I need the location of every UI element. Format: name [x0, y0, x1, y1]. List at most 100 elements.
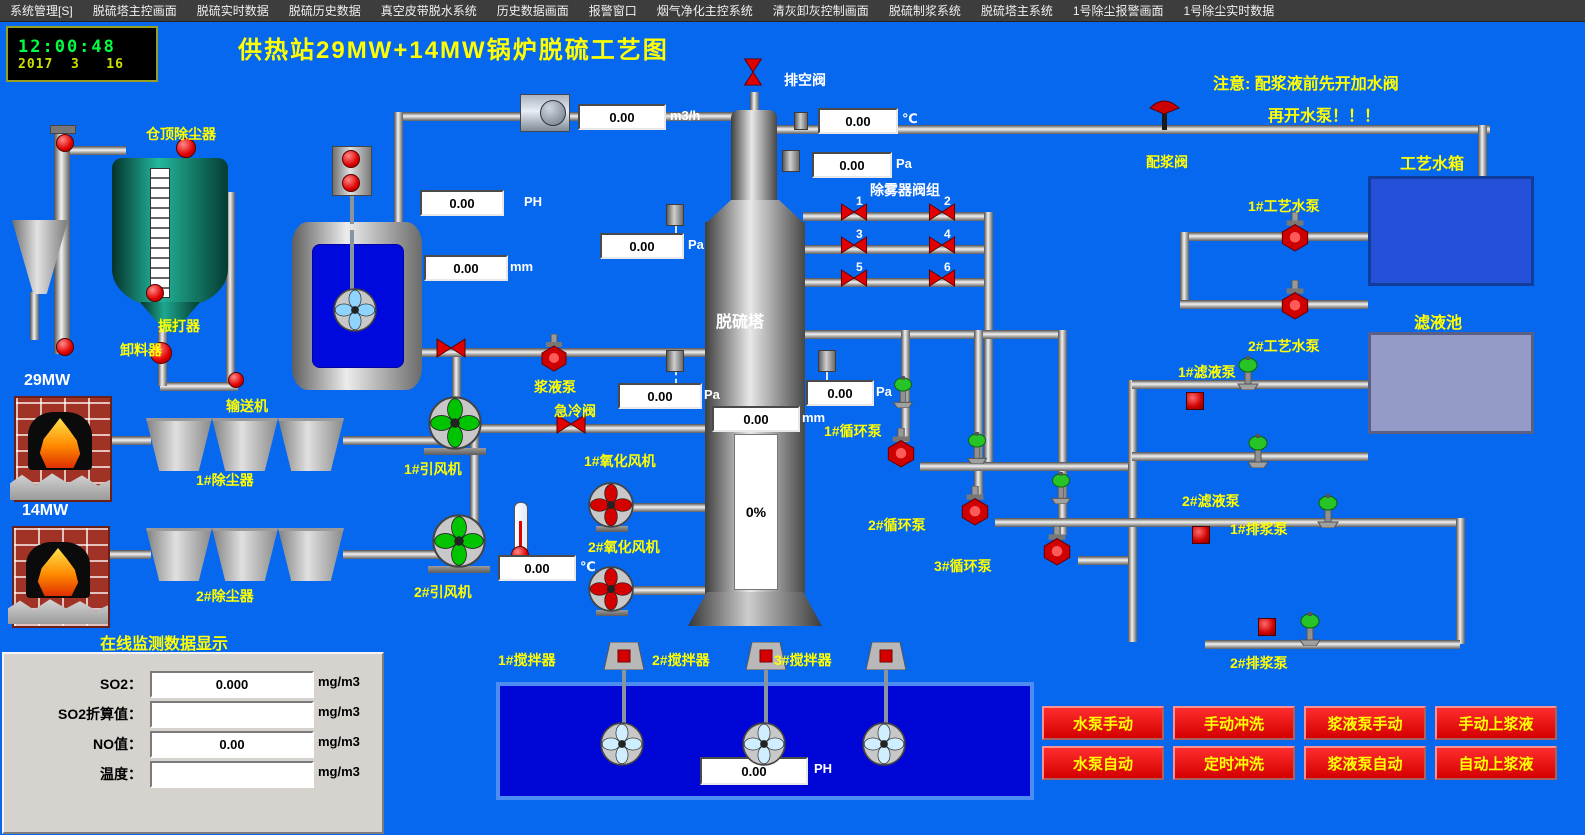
- pipe: [773, 125, 1490, 134]
- circulation-valve-2[interactable]: [964, 432, 990, 464]
- filtrate-pump-2-icon[interactable]: [1244, 434, 1272, 468]
- button-manual-flush[interactable]: 手动冲洗: [1173, 706, 1295, 740]
- display-mm-tank: 0.00: [424, 255, 508, 281]
- id-fan-1-icon[interactable]: [428, 396, 482, 450]
- pipe: [803, 330, 1065, 339]
- agitator-motor-1-icon[interactable]: [604, 642, 644, 670]
- clock: 12:00:48 2017 3 16: [6, 26, 158, 82]
- display-pa-low-left: 0.00: [618, 383, 702, 409]
- menu-item-slurry-prep[interactable]: 脱硫制浆系统: [888, 4, 961, 18]
- demister-number-2: 2: [944, 194, 951, 208]
- button-water-pump-manual[interactable]: 水泵手动: [1042, 706, 1164, 740]
- menu-item-alarm-window[interactable]: 报警窗口: [588, 4, 637, 18]
- demister-valve-5[interactable]: [840, 269, 868, 287]
- process-water-tank: [1368, 176, 1534, 286]
- circulation-pump-3-icon[interactable]: [1040, 526, 1074, 566]
- agitator-shaft: [622, 670, 626, 736]
- demister-valve-6[interactable]: [928, 269, 956, 287]
- pipe: [803, 212, 988, 221]
- slurry-pump-icon[interactable]: [538, 334, 570, 372]
- slurry-line-valve[interactable]: [436, 338, 466, 358]
- tower-percent: 0%: [745, 504, 767, 520]
- label-boiler-14mw: 14MW: [22, 502, 69, 519]
- notice-line-2: 再开水泵！！！: [1268, 108, 1381, 125]
- discharge-pump-2-icon[interactable]: [1296, 612, 1324, 646]
- agitator-shaft: [884, 670, 888, 736]
- pipe: [1180, 232, 1368, 241]
- process-water-pump-2-icon[interactable]: [1278, 280, 1312, 320]
- menu-item-system[interactable]: 系统管理[S]: [10, 4, 73, 18]
- fan-base: [424, 448, 486, 455]
- label-agitator-2: 2#搅拌器: [652, 652, 710, 668]
- button-timed-flush[interactable]: 定时冲洗: [1173, 746, 1295, 780]
- unit-pa-low-left: Pa: [704, 387, 720, 402]
- button-manual-feed-slurry[interactable]: 手动上浆液: [1435, 706, 1557, 740]
- pipe: [226, 192, 235, 388]
- agitator-motor-3-icon[interactable]: [866, 642, 906, 670]
- mixer-propeller-icon: [333, 288, 377, 332]
- dust-collector-1-cell: [278, 418, 344, 471]
- pipe: [160, 382, 238, 391]
- booster-pump[interactable]: [1192, 526, 1210, 544]
- menu-item-gas-purify[interactable]: 烟气净化主控系统: [656, 4, 753, 18]
- label-quench-valve: 急冷阀: [554, 403, 596, 419]
- button-auto-feed-slurry[interactable]: 自动上浆液: [1435, 746, 1557, 780]
- tower-level-panel: 0%: [734, 434, 778, 590]
- discharge-pump-1-icon[interactable]: [1314, 494, 1342, 528]
- label-vibrator: 振打器: [158, 318, 200, 334]
- label-discharge-pump-2: 2#排浆泵: [1230, 655, 1288, 671]
- booster-pump[interactable]: [1186, 392, 1204, 410]
- label-process-water-pump-1: 1#工艺水泵: [1248, 198, 1320, 214]
- pipe: [343, 550, 448, 559]
- monitor-title: 在线监测数据显示: [100, 636, 229, 653]
- pipe: [628, 503, 710, 512]
- label-conveyor: 输送机: [226, 398, 268, 414]
- unit-pa-right: Pa: [876, 384, 892, 399]
- display-temp-top: 0.00: [818, 108, 898, 134]
- indicator-light: [56, 338, 74, 356]
- demister-valve-4[interactable]: [928, 236, 956, 254]
- menu-item-history-screen[interactable]: 历史数据画面: [496, 4, 569, 18]
- button-water-pump-auto[interactable]: 水泵自动: [1042, 746, 1164, 780]
- flow-meter-pump[interactable]: [520, 94, 570, 132]
- menu-item-vacuum-belt[interactable]: 真空皮带脱水系统: [380, 4, 477, 18]
- label-filtrate-pool: 滤液池: [1414, 315, 1463, 332]
- unit-ph-tank: PH: [524, 194, 543, 209]
- unit-fan-temp: ℃: [580, 559, 596, 574]
- menu-item-tower-system[interactable]: 脱硫塔主系统: [980, 4, 1053, 18]
- menu-item-tower-main[interactable]: 脱硫塔主控画面: [92, 4, 177, 18]
- pipe: [103, 436, 151, 445]
- menu-item-realtime-data[interactable]: 脱硫实时数据: [196, 4, 269, 18]
- pressure-transmitter: [782, 150, 800, 172]
- menu-item-dust1-realtime[interactable]: 1号除尘实时数据: [1183, 4, 1275, 18]
- circulation-valve-1[interactable]: [890, 376, 916, 408]
- so2-converted-unit: mg/m3: [318, 704, 360, 719]
- menu-item-dust1-alarm[interactable]: 1号除尘报警画面: [1072, 4, 1164, 18]
- oxidation-fan-1-icon[interactable]: [588, 482, 634, 528]
- menu-bar: 系统管理[S] 脱硫塔主控画面 脱硫实时数据 脱硫历史数据 真空皮带脱水系统 历…: [0, 0, 1585, 22]
- indicator-light: [146, 284, 164, 302]
- pipe: [1058, 330, 1067, 535]
- demister-valve-1[interactable]: [840, 203, 868, 221]
- level-gauge: [150, 168, 170, 298]
- circulation-pump-1-icon[interactable]: [884, 428, 918, 468]
- demister-valve-2[interactable]: [928, 203, 956, 221]
- unit-flow: m3/h: [670, 108, 701, 123]
- booster-pump[interactable]: [1258, 618, 1276, 636]
- circulation-pump-2-icon[interactable]: [958, 486, 992, 526]
- pressure-transmitter: [818, 350, 836, 372]
- vent-valve-icon[interactable]: [743, 58, 763, 86]
- label-dust-collector-1: 1#除尘器: [196, 472, 254, 488]
- circulation-valve-3[interactable]: [1048, 472, 1074, 504]
- filtrate-pump-1-icon[interactable]: [1234, 356, 1262, 390]
- id-fan-2-icon[interactable]: [432, 514, 486, 568]
- unloader-valve[interactable]: [150, 342, 172, 364]
- button-slurry-pump-auto[interactable]: 浆液泵自动: [1304, 746, 1426, 780]
- process-water-pump-1-icon[interactable]: [1278, 212, 1312, 252]
- menu-item-ash-control[interactable]: 清灰卸灰控制画面: [772, 4, 869, 18]
- demister-valve-3[interactable]: [840, 236, 868, 254]
- menu-item-history-data[interactable]: 脱硫历史数据: [288, 4, 361, 18]
- display-fan-temp: 0.00: [498, 555, 576, 581]
- button-slurry-pump-manual[interactable]: 浆液泵手动: [1304, 706, 1426, 740]
- slurry-mix-valve-icon[interactable]: [1146, 94, 1182, 130]
